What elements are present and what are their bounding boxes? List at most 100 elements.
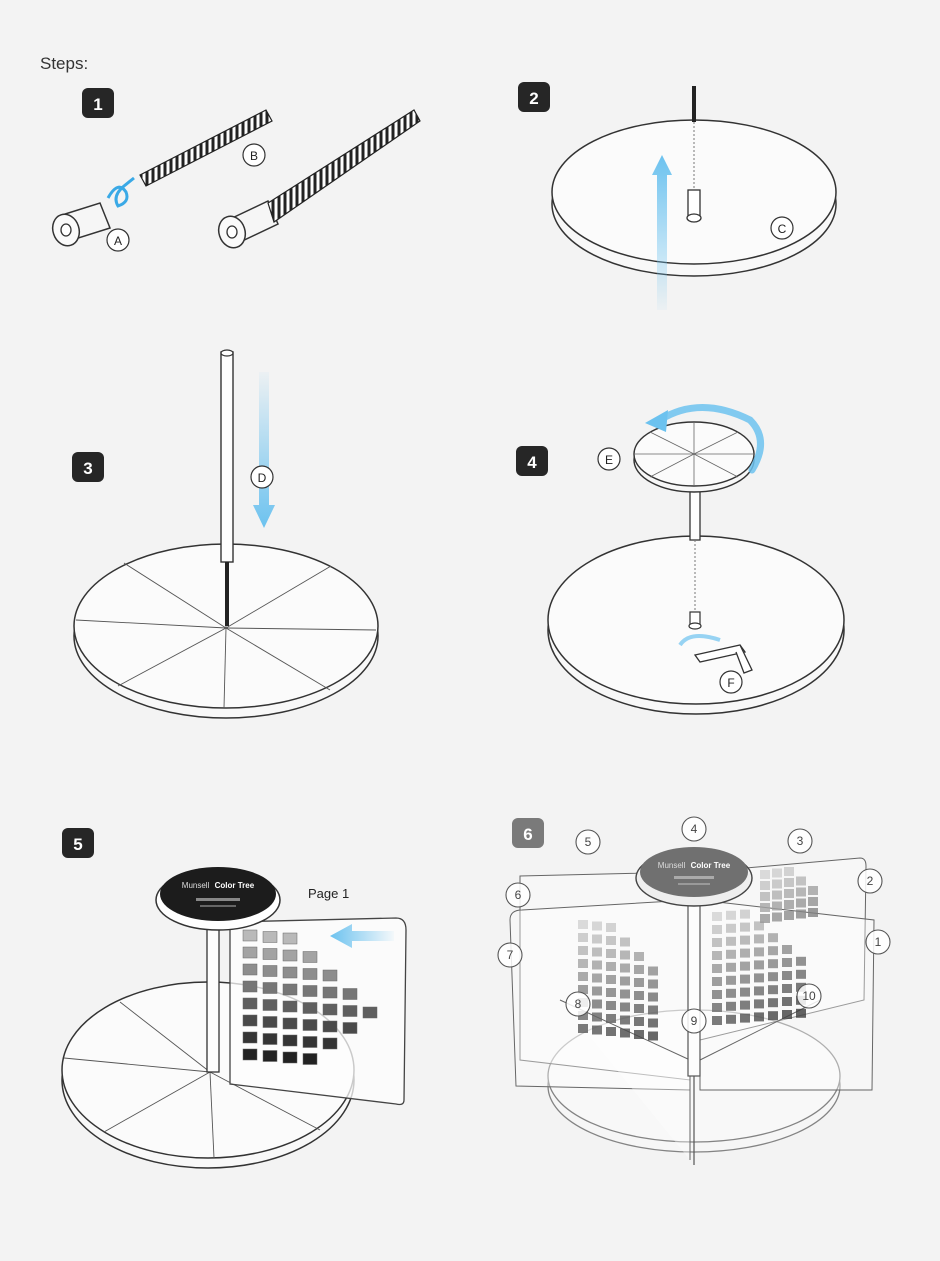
color-chip bbox=[760, 914, 770, 923]
color-chip bbox=[606, 923, 616, 932]
color-chip bbox=[768, 933, 778, 943]
color-chip bbox=[322, 1020, 338, 1033]
page-number-label: 5 bbox=[575, 829, 601, 855]
cap-title-bold: Color Tree bbox=[691, 861, 731, 870]
step-badge: 6 bbox=[512, 818, 544, 848]
color-chip bbox=[712, 990, 722, 999]
color-chip bbox=[606, 936, 616, 945]
step-number: 3 bbox=[83, 459, 92, 478]
color-chip bbox=[712, 912, 722, 921]
color-chip bbox=[796, 956, 806, 966]
color-chip bbox=[282, 1017, 298, 1030]
color-chip bbox=[282, 932, 298, 945]
color-chip bbox=[592, 921, 602, 931]
steps-heading: Steps: bbox=[40, 54, 89, 73]
step-5: 5 Munsell Color Tree bbox=[61, 828, 407, 1169]
color-chip bbox=[726, 962, 736, 972]
color-chip bbox=[620, 989, 630, 999]
color-chip bbox=[242, 929, 258, 942]
color-chip bbox=[302, 951, 318, 963]
color-chip bbox=[726, 923, 736, 933]
color-chip bbox=[648, 992, 658, 1002]
svg-text:Munsell Color Tree: Munsell Color Tree bbox=[182, 881, 255, 890]
color-chip bbox=[740, 1000, 750, 1010]
color-chip bbox=[784, 878, 794, 887]
color-chip bbox=[782, 984, 792, 993]
page-number-label: 7 bbox=[497, 942, 523, 968]
page-number-label: 10 bbox=[796, 983, 822, 1009]
color-chip bbox=[648, 1005, 658, 1015]
page-label: Page 1 bbox=[308, 886, 349, 901]
color-chip bbox=[242, 963, 258, 976]
page-number: 5 bbox=[585, 835, 592, 849]
color-chip bbox=[302, 968, 318, 980]
color-chip bbox=[262, 999, 278, 1011]
color-chip bbox=[262, 931, 278, 943]
color-chip bbox=[712, 977, 722, 986]
part-letter: E bbox=[605, 453, 613, 467]
rotate-arrowhead-icon bbox=[645, 410, 668, 432]
color-chip bbox=[606, 1027, 616, 1036]
color-chip bbox=[634, 991, 644, 1000]
step-number: 5 bbox=[73, 835, 82, 854]
push-down-arrow-icon bbox=[253, 372, 275, 528]
color-chip bbox=[782, 958, 792, 967]
color-chip bbox=[262, 948, 278, 960]
color-chip bbox=[262, 1016, 278, 1028]
color-chip bbox=[726, 1001, 736, 1011]
color-chip bbox=[578, 920, 588, 929]
color-chip bbox=[302, 1019, 318, 1031]
part-letter: A bbox=[114, 234, 122, 248]
color-chip bbox=[282, 949, 298, 962]
color-chip bbox=[620, 1028, 630, 1038]
color-chip bbox=[578, 959, 588, 968]
color-chip bbox=[796, 1008, 806, 1018]
step-badge: 1 bbox=[82, 88, 114, 118]
color-chip bbox=[754, 1012, 764, 1022]
color-chip bbox=[282, 966, 298, 979]
color-chip bbox=[768, 972, 778, 982]
hex-key-part-f bbox=[678, 634, 753, 674]
color-chip bbox=[592, 960, 602, 970]
page-number: 6 bbox=[515, 888, 522, 902]
color-chip bbox=[726, 936, 736, 946]
page-number: 10 bbox=[802, 989, 816, 1003]
color-chip bbox=[592, 934, 602, 944]
color-chip bbox=[620, 937, 630, 947]
part-label-f: F bbox=[719, 670, 743, 694]
color-chip bbox=[768, 985, 778, 995]
color-chip bbox=[772, 912, 782, 922]
color-chip bbox=[726, 910, 736, 920]
color-chip bbox=[784, 900, 794, 909]
color-chip bbox=[620, 976, 630, 986]
vertical-pole bbox=[688, 459, 702, 630]
color-chip bbox=[712, 964, 722, 973]
page-number-label: 2 bbox=[857, 868, 883, 894]
color-chip bbox=[578, 985, 588, 994]
color-chip bbox=[796, 969, 806, 979]
cap-title-bold: Color Tree bbox=[215, 881, 255, 890]
color-chip bbox=[242, 1031, 258, 1044]
part-label-b: B bbox=[242, 143, 266, 167]
color-chip bbox=[342, 1005, 358, 1017]
color-chip bbox=[754, 973, 764, 983]
color-chip bbox=[578, 946, 588, 955]
color-chip bbox=[772, 890, 782, 900]
step-badge: 4 bbox=[516, 446, 548, 476]
color-chip bbox=[726, 988, 736, 998]
color-chip bbox=[262, 1033, 278, 1045]
color-chip bbox=[262, 965, 278, 977]
step-1: 1 A B bbox=[51, 88, 421, 252]
color-chip bbox=[592, 986, 602, 996]
threaded-rod-part-b bbox=[139, 109, 273, 187]
color-chip bbox=[262, 982, 278, 994]
color-chip bbox=[740, 922, 750, 932]
page-number-label: 4 bbox=[681, 816, 707, 842]
color-chip bbox=[242, 1048, 258, 1061]
color-chip bbox=[634, 952, 644, 961]
color-chip bbox=[796, 887, 806, 897]
color-chip bbox=[740, 974, 750, 984]
color-chip bbox=[322, 1037, 338, 1050]
color-chip bbox=[606, 1014, 616, 1023]
